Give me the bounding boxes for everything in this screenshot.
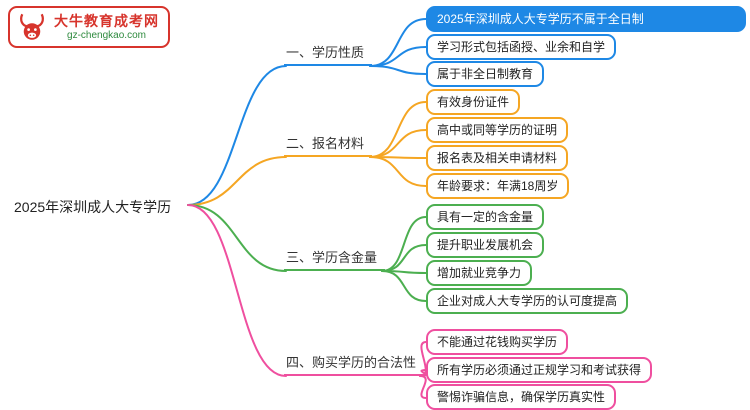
connector-line [369,101,427,158]
leaf-node: 年龄要求：年满18周岁 [426,173,570,199]
leaf-node: 学习形式包括函授、业余和自学 [426,34,617,60]
logo-title: 大牛教育成考网 [54,12,159,29]
site-logo: 大牛教育成考网 gz-chengkao.com [8,6,170,48]
connector-line [369,156,427,187]
branch-orange-lines [187,101,427,206]
leaf-node: 企业对成人大专学历的认可度提高 [426,288,629,314]
connector-line [419,375,427,399]
leaf-node: 不能通过花钱购买学历 [426,329,569,355]
leaf-node: 增加就业竞争力 [426,260,533,286]
leaf-node: 警惕诈骗信息，确保学历真实性 [426,384,617,410]
connector-line [381,270,427,302]
leaf-node: 高中或同等学历的证明 [426,117,569,143]
branch-node-degree-nature: 一、学历性质 [284,45,373,66]
leaf-node: 有效身份证件 [426,89,521,115]
leaf-node: 报名表及相关申请材料 [426,145,569,171]
connector-line [369,65,427,75]
connector-line [369,129,427,158]
connector-line [187,65,287,206]
branch-node-registration-materials: 二、报名材料 [284,136,373,157]
branch-node-buying-legality: 四、购买学历的合法性 [284,355,425,376]
connector-line [187,204,287,272]
connector-line [187,156,287,206]
connector-line [369,46,427,67]
connector-line [369,18,427,67]
branch-green-lines [187,204,427,302]
leaf-node: 属于非全日制教育 [426,61,545,87]
leaf-node: 2025年深圳成人大专学历不属于全日制 [426,6,746,32]
connector-line [381,244,427,272]
mindmap-root-node: 2025年深圳成人大专学历 [14,199,172,215]
branch-blue-lines [187,18,427,206]
logo-text: 大牛教育成考网 gz-chengkao.com [54,13,159,42]
leaf-node: 具有一定的含金量 [426,204,545,230]
bull-icon [20,13,44,40]
branch-node-degree-value: 三、学历含金量 [284,250,386,271]
connector-line [381,216,427,272]
leaf-node: 提升职业发展机会 [426,232,545,258]
logo-subtitle: gz-chengkao.com [67,29,146,41]
leaf-node: 所有学历必须通过正规学习和考试获得 [426,357,653,383]
connector-line [187,204,287,377]
